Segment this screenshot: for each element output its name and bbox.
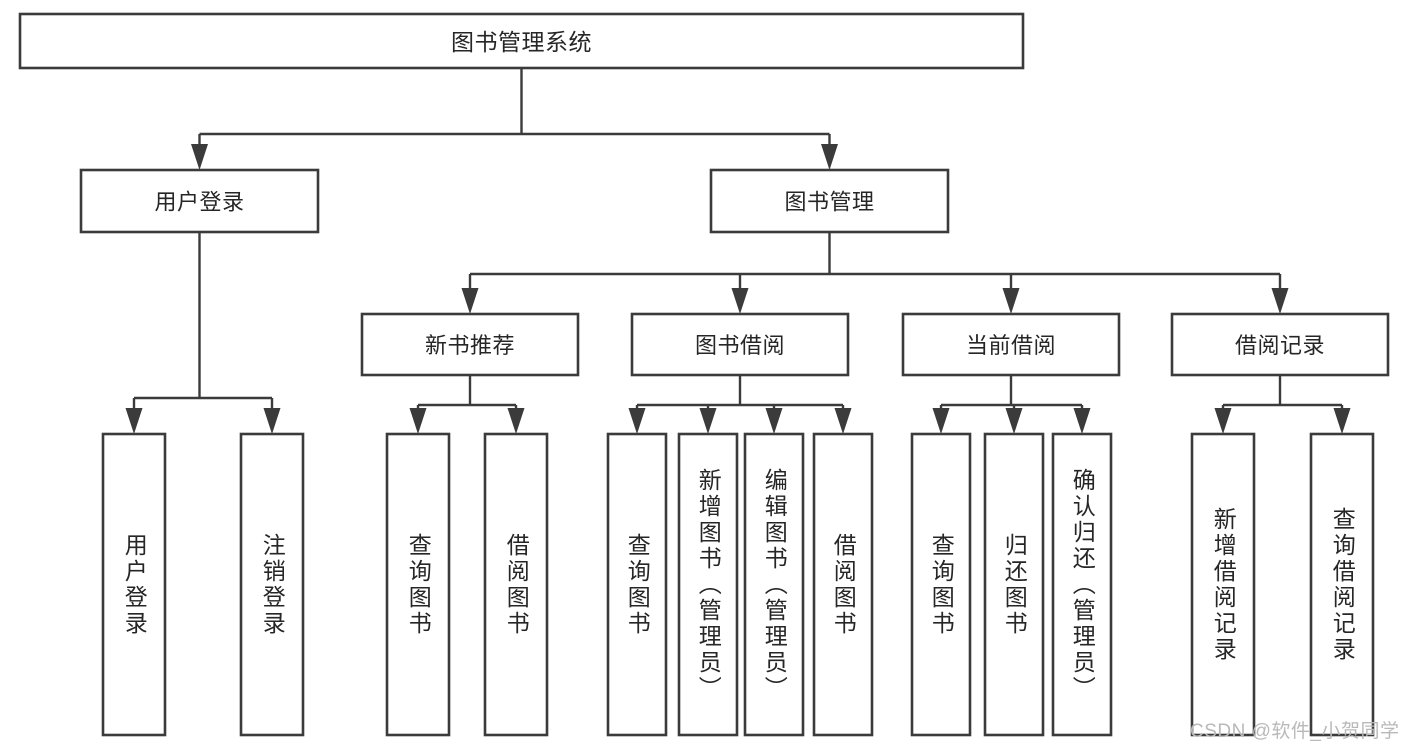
node-box-leaf-recommend-query[interactable]	[385, 432, 451, 737]
connector-book-borrow	[628, 375, 852, 434]
node-label-book-borrow: 图书借阅	[695, 333, 785, 358]
node-label-user-login: 用户登录	[154, 190, 244, 215]
node-label-new-book-recommend: 新书推荐	[425, 333, 515, 358]
connector-user-login	[125, 232, 281, 434]
node-box-leaf-current-return[interactable]	[983, 432, 1045, 737]
connector-current-borrow	[932, 375, 1091, 434]
node-box-leaf-record-query[interactable]	[1309, 432, 1375, 737]
connectors-layer	[125, 68, 1351, 434]
node-box-leaf-borrow-add[interactable]	[677, 432, 739, 737]
node-box-new-book-recommend[interactable]	[360, 312, 580, 377]
node-box-root[interactable]	[18, 12, 1025, 70]
node-boxes-layer	[18, 12, 1390, 737]
node-box-leaf-current-confirm[interactable]	[1051, 432, 1113, 737]
node-label-current-borrow: 当前借阅	[966, 333, 1056, 358]
node-box-leaf-borrow-edit[interactable]	[743, 432, 805, 737]
node-box-user-login[interactable]	[79, 168, 320, 234]
node-box-leaf-record-add[interactable]	[1190, 432, 1256, 737]
node-box-leaf-borrow-lend[interactable]	[812, 432, 874, 737]
connector-borrow-record	[1214, 375, 1351, 434]
node-box-leaf-recommend-borrow[interactable]	[483, 432, 549, 737]
connector-book-manage	[461, 232, 1289, 314]
node-box-leaf-current-query[interactable]	[910, 432, 972, 737]
node-box-book-manage[interactable]	[709, 168, 950, 234]
node-box-borrow-record[interactable]	[1170, 312, 1390, 377]
node-label-borrow-record: 借阅记录	[1235, 333, 1325, 358]
node-box-leaf-user-login[interactable]	[101, 432, 167, 737]
csdn-watermark: CSDN @软件_小贺同学	[1190, 721, 1400, 742]
connector-new-book-recommend	[409, 375, 525, 434]
node-label-root: 图书管理系统	[451, 29, 592, 55]
node-box-book-borrow[interactable]	[630, 312, 850, 377]
node-box-leaf-user-logout[interactable]	[239, 432, 305, 737]
node-box-current-borrow[interactable]	[901, 312, 1121, 377]
node-label-book-manage: 图书管理	[784, 190, 874, 215]
connector-root	[191, 68, 838, 170]
node-box-leaf-borrow-query[interactable]	[606, 432, 668, 737]
